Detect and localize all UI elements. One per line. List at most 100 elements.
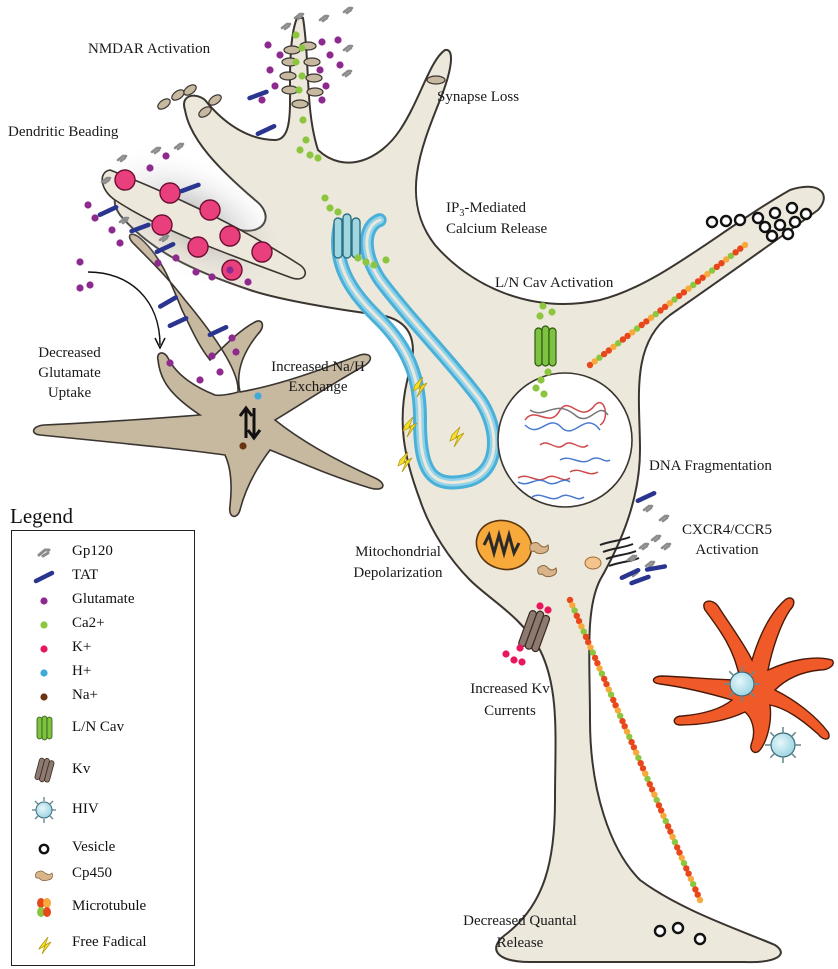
glutamate-molecule: [208, 273, 215, 280]
tat-molecule: [210, 327, 226, 335]
potassium-ion: [502, 650, 509, 657]
legend: Gp120 TAT Glutamate Ca2+ K+ H+ Na+ L/N C…: [11, 530, 195, 966]
calcium-ion: [292, 58, 299, 65]
glutamate-molecule: [108, 226, 115, 233]
glutamate-molecule: [91, 214, 98, 221]
vesicle-icon: [30, 837, 58, 861]
glutamate-molecule: [322, 82, 329, 89]
glutamate-molecule: [146, 164, 153, 171]
microtubule-bead: [742, 242, 748, 248]
gp120-molecule: [662, 544, 670, 549]
mitochondrial-label-1: Mitochondrial: [333, 543, 463, 562]
glutamate-molecule: [318, 96, 325, 103]
ip3-receptor: [334, 214, 360, 258]
sodium-icon: [30, 685, 58, 709]
internal-vesicle: [585, 557, 601, 569]
glutamate-molecule: [86, 281, 93, 288]
glutamate-molecule: [226, 266, 233, 273]
calcium-ion: [537, 376, 544, 383]
microtubule-icon: [30, 893, 58, 921]
legend-item-sodium: Na+: [12, 685, 196, 709]
glutamate-molecule: [154, 259, 161, 266]
hydrogen-icon: [30, 661, 58, 685]
microtubule-bead: [697, 897, 703, 903]
calcium-ion: [298, 72, 305, 79]
glutamate-icon: [30, 589, 58, 613]
potassium-ion: [518, 658, 525, 665]
glutamate-molecule: [266, 66, 273, 73]
decreased-glutamate-label-2: Glutamate: [22, 364, 117, 383]
decreased-glutamate-label-3: Uptake: [22, 384, 117, 403]
tat-molecule: [258, 126, 274, 134]
hiv-spike: [791, 753, 795, 757]
calcium-ion: [536, 312, 543, 319]
calcium-ion: [326, 204, 333, 211]
glutamate-molecule: [216, 368, 223, 375]
hiv-spike: [729, 671, 733, 675]
legend-item-vesicle: Vesicle: [12, 837, 196, 861]
glutamate-uptake-arrow: [88, 272, 160, 345]
legend-item-lncav: L/N Cav: [12, 713, 196, 743]
glutamate-molecule: [192, 268, 199, 275]
glutamate-molecule: [172, 254, 179, 261]
glutamate-molecule: [76, 284, 83, 291]
potassium-icon: [30, 637, 58, 661]
synapse-loss-label: Synapse Loss: [437, 88, 519, 107]
calcium-ion: [295, 86, 302, 93]
glutamate-molecule: [166, 359, 173, 366]
gp120-molecule: [660, 516, 668, 521]
na-h-exchange-label-2: Exchange: [258, 378, 378, 397]
lncav-channel-icon: [30, 713, 58, 743]
calcium-ion: [362, 258, 369, 265]
glutamate-molecule: [326, 51, 333, 58]
glutamate-molecule: [271, 82, 278, 89]
legend-item-hiv: HIV: [12, 795, 196, 825]
calcium-ion: [532, 384, 539, 391]
potassium-ion: [510, 656, 517, 663]
tat-molecule: [638, 493, 654, 501]
nucleus: [498, 373, 632, 507]
tat-molecule: [647, 566, 665, 569]
gp120-molecule: [343, 71, 351, 76]
calcium-ion: [370, 261, 377, 268]
gp120-molecule: [344, 8, 352, 13]
quantal-release-label-1: Decreased Quantal: [440, 912, 600, 931]
legend-item-gp120: Gp120: [12, 541, 196, 565]
free-radical-icon: [30, 929, 58, 957]
potassium-ion: [516, 644, 523, 651]
nmdar-activation-label: NMDAR Activation: [88, 40, 210, 59]
glutamate-molecule: [84, 201, 91, 208]
glutamate-molecule: [336, 61, 343, 68]
legend-item-potassium: K+: [12, 637, 196, 661]
legend-title: Legend: [10, 504, 73, 529]
lncav-activation-label: L/N Cav Activation: [495, 274, 613, 293]
cxcr4-label-1: CXCR4/CCR5: [672, 521, 782, 540]
na-h-exchange-label-1: Increased Na/H: [258, 358, 378, 377]
calcium-ion: [314, 154, 321, 161]
dna-fragmentation-label: DNA Fragmentation: [649, 457, 772, 476]
potassium-ion: [536, 602, 543, 609]
calcium-icon: [30, 613, 58, 637]
glutamate-molecule: [232, 348, 239, 355]
hiv-particle-in-microglia: [730, 672, 754, 696]
legend-item-tat: TAT: [12, 565, 196, 589]
mitochondrial-label-2: Depolarization: [333, 564, 463, 583]
cp450-icon: [30, 863, 58, 887]
calcium-ion: [544, 368, 551, 375]
hiv-spike: [770, 753, 774, 757]
legend-item-free-radical: Free Fadical: [12, 929, 196, 957]
legend-item-calcium: Ca2+: [12, 613, 196, 637]
calcium-ion: [540, 390, 547, 397]
gp120-molecule: [646, 562, 654, 567]
glutamate-molecule: [208, 352, 215, 359]
ip3-label-line2: Calcium Release: [446, 220, 547, 239]
sodium-ion: [239, 442, 246, 449]
glutamate-molecule: [264, 41, 271, 48]
calcium-ion: [354, 254, 361, 261]
calcium-ion: [296, 146, 303, 153]
hiv-spike: [791, 732, 795, 736]
glutamate-molecule: [334, 36, 341, 43]
legend-item-glutamate: Glutamate: [12, 589, 196, 613]
gp120-molecule: [640, 544, 648, 549]
